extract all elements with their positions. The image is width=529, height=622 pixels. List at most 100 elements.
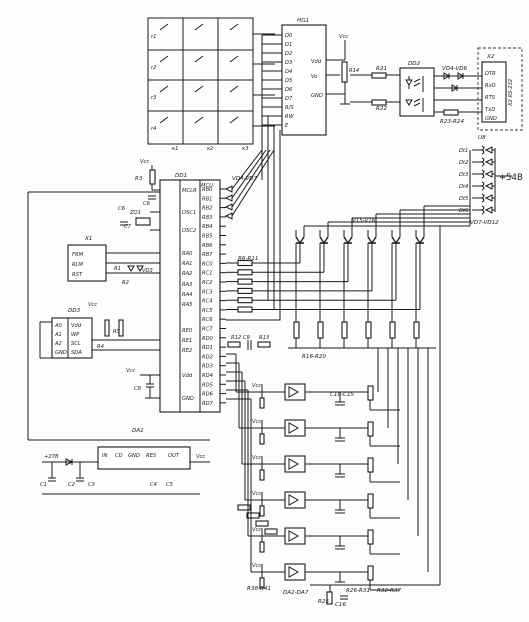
hg1-pin-label: D4 [285, 69, 292, 75]
dd1-pin-right: RC6 [202, 317, 213, 323]
port-c-drivers: R6-R11 VT5-VT6 R16-R20 [226, 205, 470, 360]
dd1-pin-left: OSC2 [182, 228, 196, 234]
dd1-pin-left: MCLR [182, 188, 197, 194]
dd1-pin-left: RA2 [182, 271, 192, 277]
keypad-row-label: r2 [151, 65, 156, 71]
c1-label: C1 [40, 482, 47, 488]
c6-label: C6 [143, 201, 151, 207]
u8-label: U8 [478, 135, 486, 141]
zq1-label: ZQ1 [129, 210, 141, 216]
dd1-pin-left: Vdd [182, 373, 193, 379]
dd1-label: DD1 [175, 173, 187, 179]
dd2-label: DD2 [408, 61, 421, 67]
dd1-pin-right: RD6 [202, 392, 214, 398]
dd1-pin-right: RB5 [202, 234, 213, 240]
dd3-eeprom: DD3 A0 A1 A2 GND Vdd WP SCL SDA R4 R5 Vc… [39, 302, 160, 359]
r2-label: R2 [122, 280, 129, 286]
hg1-pin-label: GND [311, 93, 323, 99]
keypad-col-label: к2 [207, 146, 213, 152]
dd1-pin-left: RA5 [182, 302, 193, 308]
mcu-label: MCU [201, 183, 213, 189]
dd3-pin: A1 [54, 332, 62, 338]
dd1-pin-right: RD5 [202, 382, 214, 388]
oscillator: R3 Vcc C6 C6 ZQ1 C7 [118, 159, 160, 231]
c10-c15-label: C10-C15 [330, 392, 355, 398]
x2-pin: TxD [485, 107, 495, 113]
x1-pin: FRM [72, 252, 84, 258]
u8-output-label: Dt2 [459, 160, 468, 166]
dd1-pin-right: RD2 [202, 354, 213, 360]
dd3-pin: WP [71, 332, 80, 338]
r16-r20-label: R16-R20 [302, 354, 326, 360]
da1-pin: CD [115, 453, 123, 459]
u8-output-label: Dt6 [459, 208, 469, 214]
x2-pin: DTR [485, 71, 496, 77]
r25-label: R25 [318, 599, 329, 605]
vcc-label: Vcc [339, 34, 348, 40]
vcc-label: Vcc [252, 419, 261, 425]
keypad-row-label: r4 [151, 126, 156, 132]
rs232-interface: R21 R22 DD2 VD4-VD6 R23-R24 X2 DTR RxD R… [350, 47, 523, 131]
keypad-col-label: к1 [172, 146, 178, 152]
dd1-pin-left: RA4 [182, 292, 192, 298]
keypad-diodes: VD4-VD7 [224, 149, 275, 220]
dd1-pin-right: RC1 [202, 271, 213, 277]
hg1-pin-label: D0 [285, 33, 293, 39]
r6-r11-label: R6-R11 [238, 256, 258, 262]
hg1-pin-label: R/S [285, 105, 294, 111]
c2-label: C2 [68, 482, 75, 488]
c3-label: C3 [88, 482, 95, 488]
hg1-pin-label: D6 [285, 87, 293, 93]
dd1-pin-right: RB1 [202, 196, 212, 202]
vcc-label: Vcc [196, 454, 205, 460]
dd1-pin-left: GND [182, 396, 194, 402]
da1-label: DA1 [132, 428, 144, 434]
vcc-label: Vcc [252, 527, 261, 533]
x2-pin: RxD [485, 83, 496, 89]
vcc-label: Vcc [252, 455, 261, 461]
dd1-pin-right: RC4 [202, 299, 213, 305]
hg1-pin-label: D7 [285, 96, 293, 102]
da1-pin: RES [146, 453, 157, 459]
u8-output-label: Dt5 [459, 196, 469, 202]
r4-label: R4 [97, 344, 104, 350]
hg1-pin-label: Vo [311, 74, 317, 80]
da1-pin: IN [102, 453, 108, 459]
dd3-pin: A0 [54, 323, 63, 329]
dd1-pin-left: RE1 [182, 338, 192, 344]
dd1-pin-right: RD3 [202, 364, 213, 370]
dd1-pin-right: RC0 [202, 261, 213, 267]
dd1-pin-right: RC3 [202, 289, 213, 295]
dd1-pin-right: RC2 [202, 280, 213, 286]
x1-pin: RST [72, 272, 83, 278]
keypad-row-label: r1 [151, 34, 156, 40]
hg1-pin-label: D3 [285, 60, 292, 66]
dd1-pin-left: RA0 [182, 251, 193, 257]
c16-label: C16 [335, 602, 346, 608]
vcc-label: Vcc [252, 563, 261, 569]
hg1-label: HG1 [297, 18, 309, 24]
r32-r37-label: R32-R37 [377, 588, 401, 594]
dd3-pin: SCL [71, 341, 81, 347]
da1-pin: GND [128, 453, 140, 459]
dd1-pin-right: RD7 [202, 401, 214, 407]
dd1-pin-right: RB7 [202, 252, 213, 258]
dd3-pin: A2 [54, 341, 62, 347]
hg1-pin-label: D1 [285, 42, 292, 48]
da1-pin: OUT [168, 453, 180, 459]
u8-output-label: Dt3 [459, 172, 468, 178]
dd3-pin: GND [55, 350, 67, 356]
dd1-pin-left: OSC1 [182, 210, 196, 216]
dd3-pin: Vdd [71, 323, 82, 329]
r13-label: R13 [259, 335, 269, 341]
vcc-label: Vcc [88, 302, 97, 308]
diode-group-label: VD4-VD6 [442, 66, 468, 72]
r12-label: R12 [231, 335, 241, 341]
hg1-pin-label: E [285, 123, 289, 129]
r22-label: R22 [376, 106, 387, 112]
dd1-pin-right: RB6 [202, 243, 213, 249]
